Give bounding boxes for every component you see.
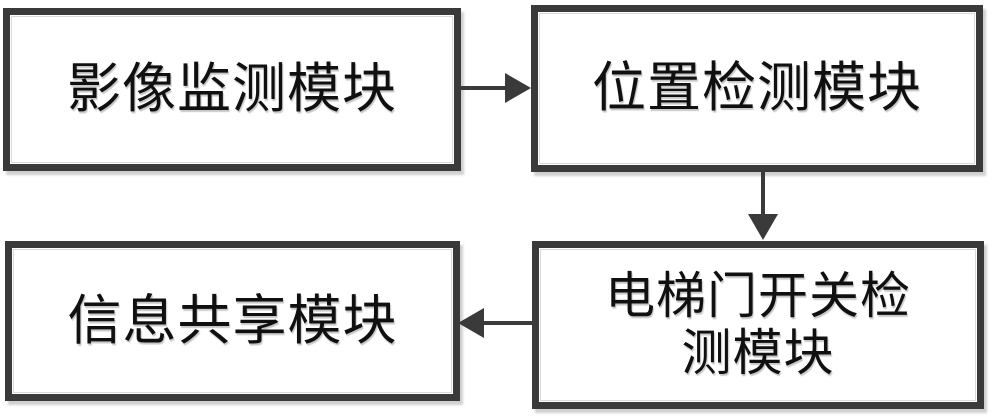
- arrow-right-icon: [505, 73, 531, 103]
- arrow-left-icon: [458, 308, 484, 338]
- node-image-monitor[interactable]: 影像监测模块: [3, 8, 461, 171]
- node-position-detect[interactable]: 位置检测模块: [531, 5, 983, 172]
- connector-line: [478, 321, 534, 325]
- node-info-share-label: 信息共享模块: [67, 288, 398, 352]
- connector-line: [461, 86, 523, 90]
- node-position-detect-label: 位置检测模块: [592, 56, 922, 120]
- node-image-monitor-label: 影像监测模块: [67, 57, 397, 121]
- connector-line: [761, 172, 765, 228]
- arrow-down-icon: [748, 214, 778, 240]
- node-door-switch[interactable]: 电梯门开关检 测模块: [532, 241, 984, 409]
- node-door-switch-label: 电梯门开关检 测模块: [605, 266, 911, 382]
- node-info-share[interactable]: 信息共享模块: [5, 241, 460, 401]
